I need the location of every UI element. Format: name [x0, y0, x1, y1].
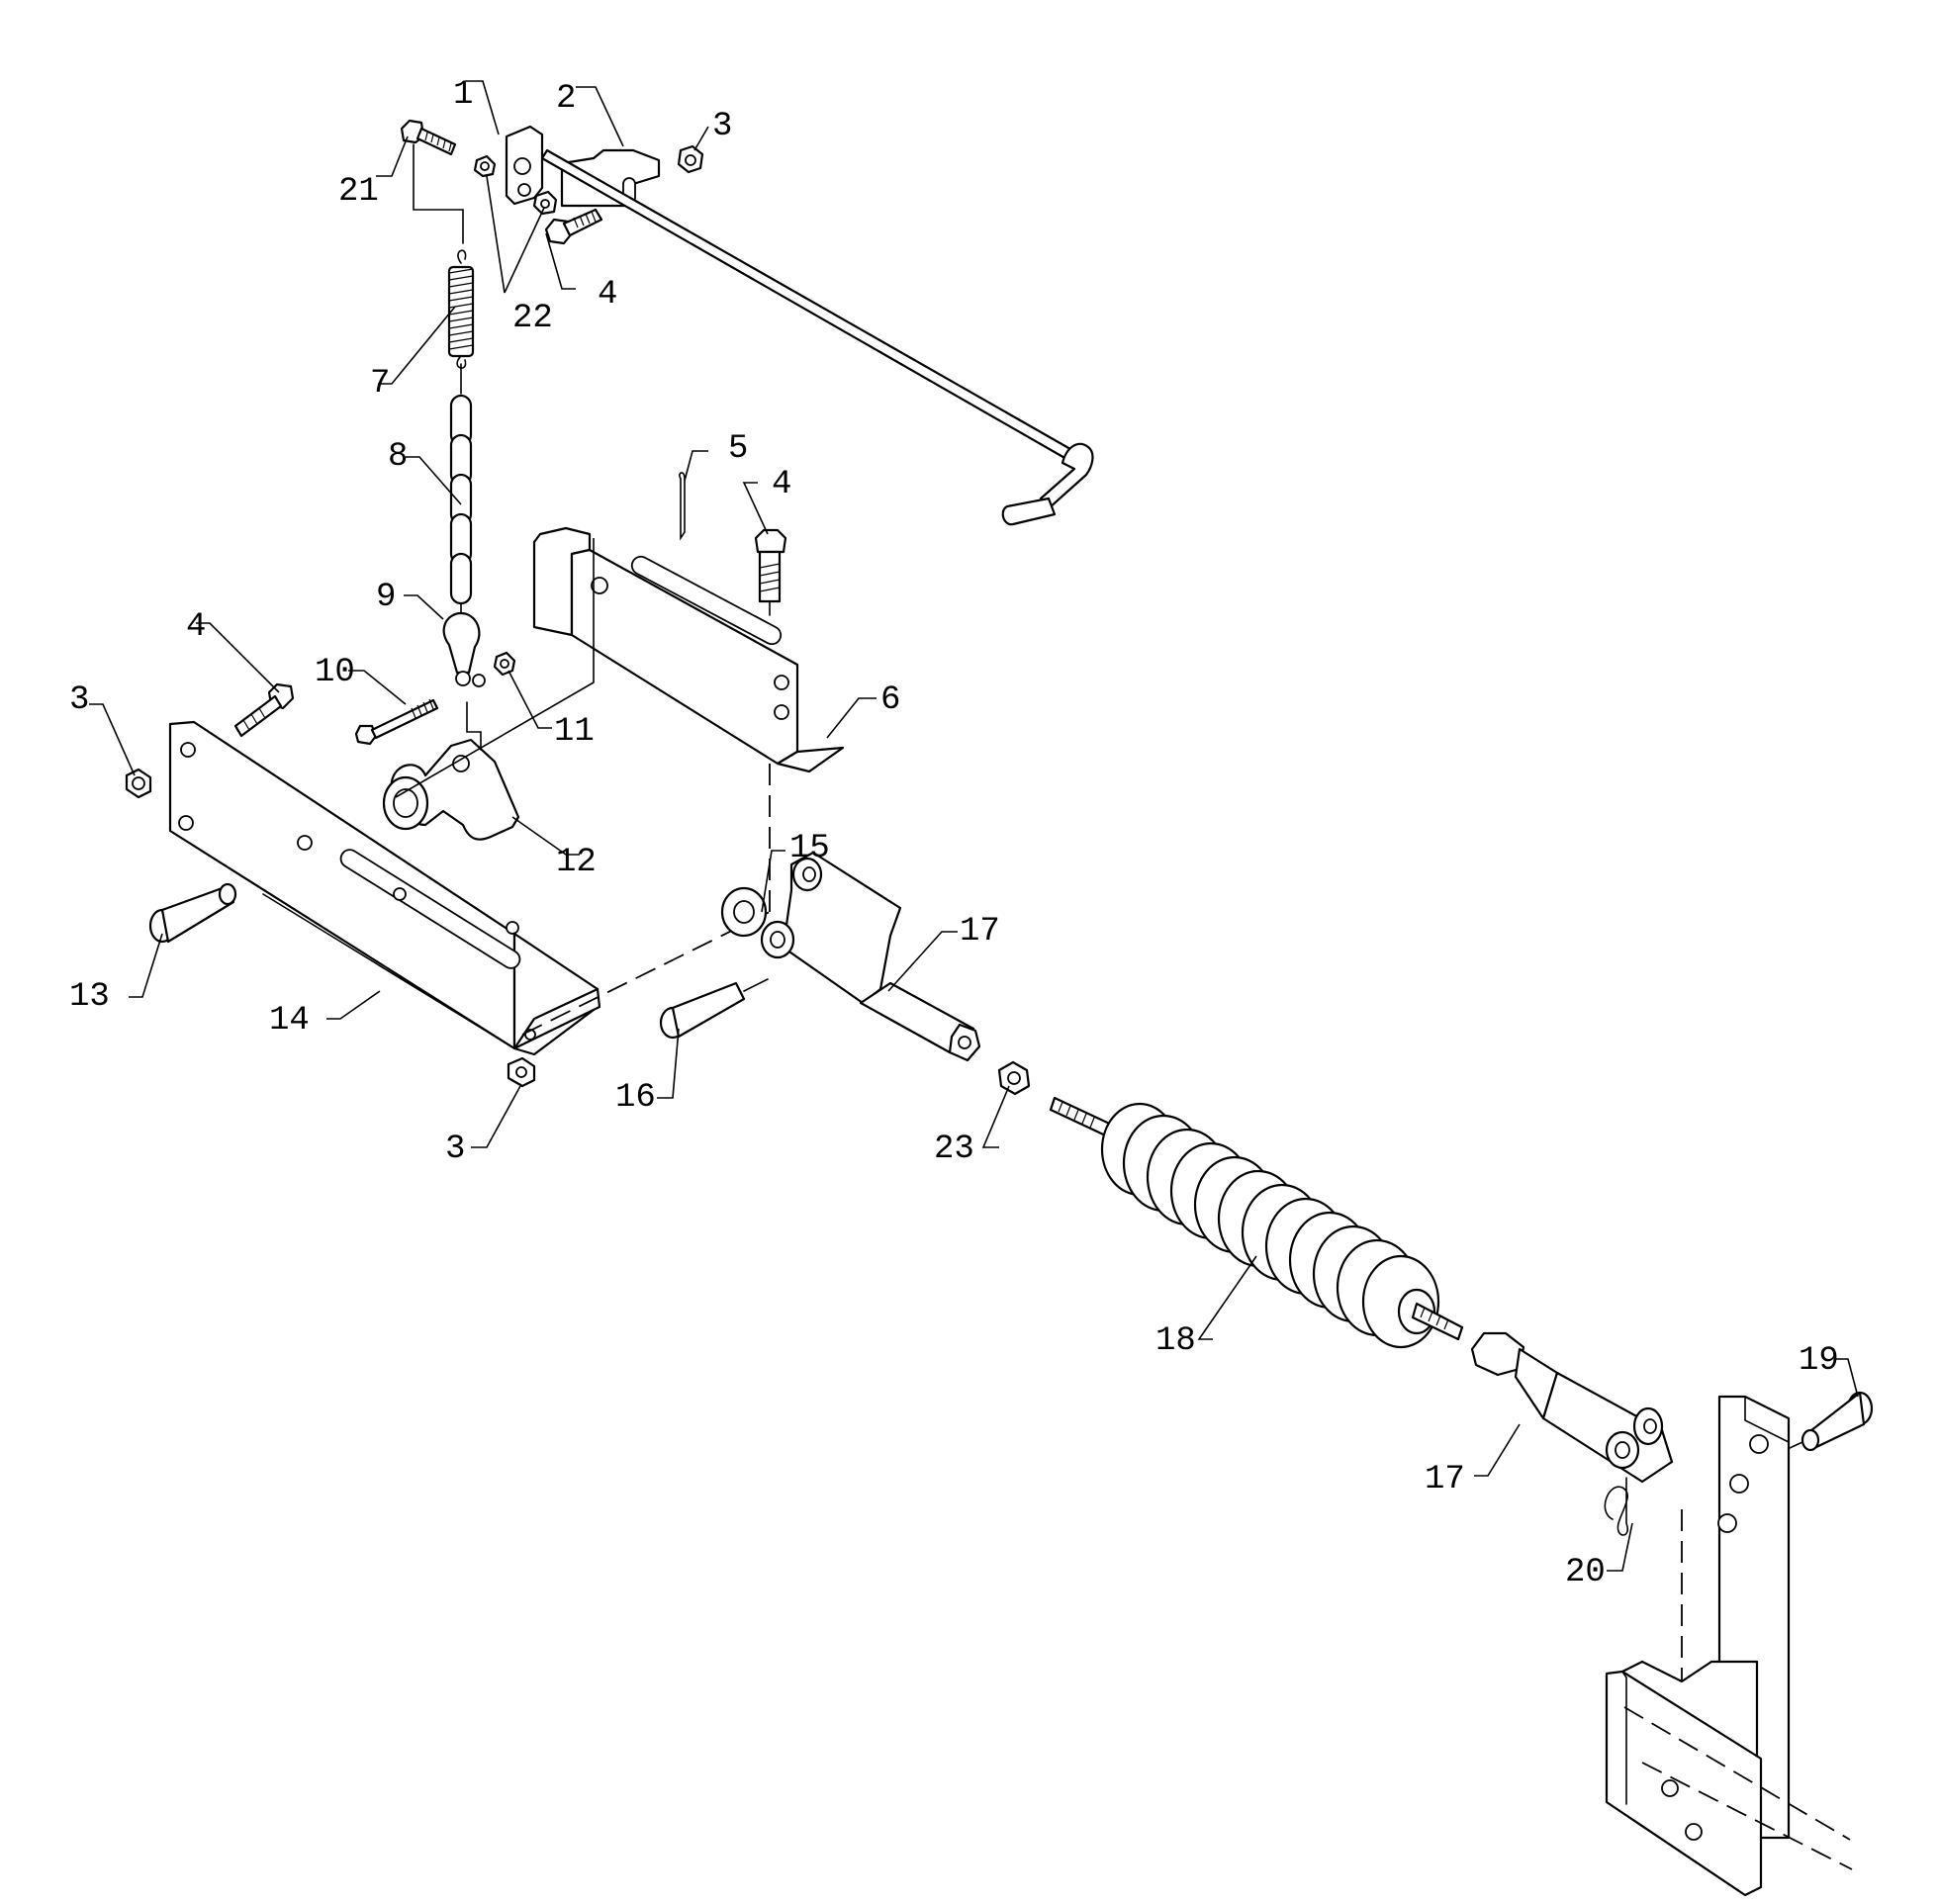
- part-4-bolt-vertical: [754, 528, 787, 616]
- assembly-line-frame: [1623, 1706, 1851, 1841]
- callout-6: 6: [880, 681, 900, 719]
- callout-22: 22: [512, 300, 553, 337]
- part-4-bolt-left: [233, 682, 295, 738]
- callout-4-upper: 4: [598, 276, 617, 314]
- callout-3: 3: [712, 108, 732, 145]
- part-21-bolt: [400, 119, 457, 156]
- callout-10: 10: [315, 654, 355, 691]
- part-6-slotted-bracket: [532, 526, 845, 773]
- leader-lines: [89, 80, 1859, 1572]
- control-rod: [540, 148, 1094, 526]
- part-17-clevis-upper: [760, 851, 981, 1062]
- part-20-hairpin-clip: [1604, 1477, 1629, 1536]
- part-3-hex-nut-left: [125, 768, 152, 799]
- callout-12: 12: [556, 844, 597, 881]
- callout-17-lower: 17: [1425, 1461, 1465, 1498]
- part-19-clevis-pin: [1776, 1391, 1874, 1455]
- part-11-nut: [493, 651, 516, 677]
- callout-labels: 1 2 3 21 22 4 7 8 5 4 9 4 3 10 11 6 12 1…: [69, 76, 1839, 1591]
- callout-9: 9: [376, 579, 396, 616]
- callout-18: 18: [1155, 1322, 1196, 1360]
- part-15-spacer: [720, 886, 768, 938]
- part-10-bolt: [354, 698, 439, 746]
- part-4-bolt-upper: [544, 208, 603, 245]
- assembly-line-pivot: [395, 538, 595, 798]
- part-22-lock-nuts: [473, 154, 558, 216]
- callout-7: 7: [370, 365, 390, 403]
- part-5-cotter-pin: [679, 472, 686, 541]
- callout-8: 8: [388, 438, 408, 476]
- part-3-hex-nut-top: [677, 144, 704, 174]
- callout-3-bottom: 3: [445, 1131, 465, 1168]
- part-3-hex-nut-bottom: [507, 1056, 536, 1088]
- callout-2: 2: [556, 80, 576, 118]
- part-9-shackle: [442, 611, 486, 687]
- callout-20: 20: [1565, 1554, 1606, 1591]
- part-12-cam-lever: [382, 738, 520, 841]
- lower-frame-tube: [1605, 1660, 1763, 1897]
- callout-3-left: 3: [69, 681, 89, 719]
- callout-14: 14: [269, 1002, 310, 1040]
- part-16-clevis-pin: [659, 978, 769, 1040]
- part-12-guide-line: [466, 701, 482, 751]
- callout-4-vertical: 4: [772, 466, 791, 503]
- callout-17-upper: 17: [960, 913, 1000, 951]
- part-13-clevis-pin: [148, 882, 237, 944]
- callout-16: 16: [615, 1079, 656, 1117]
- callout-4-left: 4: [186, 608, 206, 646]
- callout-15: 15: [789, 830, 830, 867]
- assembly-line-bracket: [521, 760, 771, 1036]
- assembly-line-frame-2: [1641, 1762, 1853, 1870]
- callout-19: 19: [1799, 1342, 1839, 1380]
- part-23-jam-nut: [997, 1060, 1031, 1096]
- callout-23: 23: [934, 1131, 974, 1168]
- part-1-lever-bracket: [505, 125, 544, 206]
- part-8-chain: [449, 394, 473, 614]
- callout-21: 21: [338, 173, 379, 211]
- part-14-main-bracket: [168, 720, 601, 1056]
- callout-5: 5: [728, 430, 748, 468]
- callout-11: 11: [554, 713, 595, 751]
- part-7-extension-spring: [413, 143, 475, 395]
- callout-1: 1: [453, 76, 473, 114]
- callout-13: 13: [69, 978, 110, 1016]
- part-18-compression-spring: [1049, 1096, 1464, 1349]
- part-17-clevis-lower: [1470, 1331, 1674, 1484]
